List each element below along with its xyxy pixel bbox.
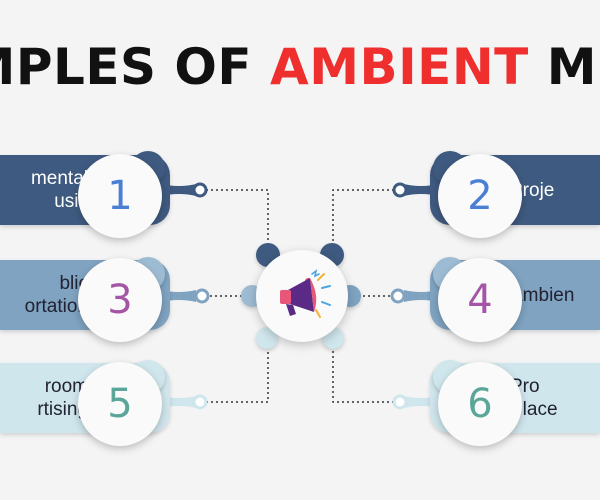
item-5-number: 5 [78,362,162,446]
item-3-number: 3 [78,258,162,342]
item-3-line1: blic [59,273,88,294]
center-hub [256,250,348,342]
item-6-line1: Pro [510,376,540,397]
item-4-number: 4 [438,258,522,342]
item-6-number: 6 [438,362,522,446]
item-1-number: 1 [78,154,162,238]
item-1-line1: mental [30,168,88,189]
connector-5 [206,340,269,403]
item-4-line1: Ambien [510,284,575,306]
item-2-number: 2 [438,154,522,238]
connector-6 [332,340,394,403]
item-2-line1: Proje [510,179,555,201]
megaphone-icon [280,269,331,318]
page-title: AMPLES OF AMBIENT MED [0,38,600,108]
hub-dot-bottom-left [256,327,278,349]
item-5-line2: rtising [37,399,88,420]
title-prefix: AMPLES OF [0,38,253,96]
item-1-line2: usic [54,191,88,212]
title-accent: AMBIENT [270,38,529,96]
title-suffix: MED [546,38,600,96]
connector-2 [332,189,394,255]
item-3-line2: ortation [24,296,88,317]
item-5-line1: room [44,376,88,397]
connector-1 [206,189,269,255]
item-6-line2: Place [510,399,558,420]
